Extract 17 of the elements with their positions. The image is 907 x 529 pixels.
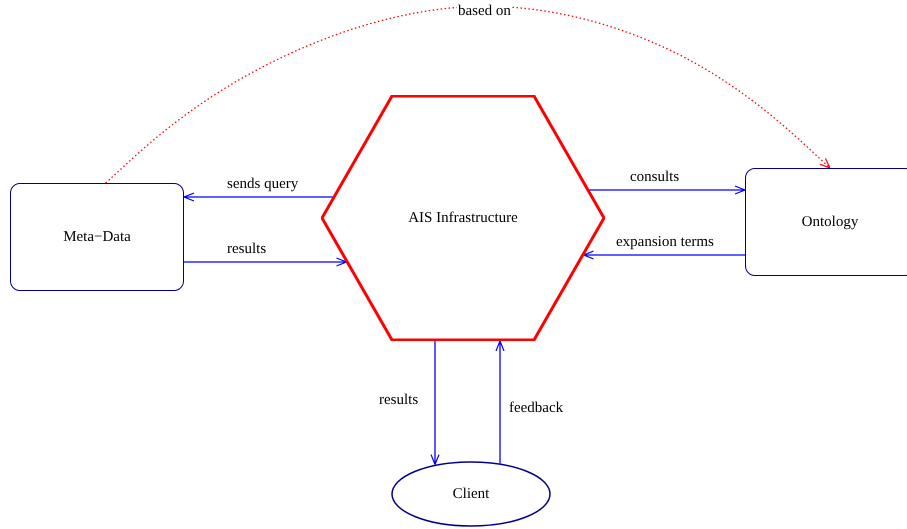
arrow — [495, 340, 505, 464]
node-label: Ontology — [802, 214, 858, 230]
arrow — [184, 257, 347, 267]
node-label: Client — [452, 486, 490, 502]
process-box — [745, 168, 907, 276]
ellipse-node — [391, 461, 551, 527]
hexagon-node — [321, 95, 605, 341]
edge-label: sends query — [226, 176, 300, 193]
process-box — [10, 183, 184, 291]
arrow — [588, 185, 746, 195]
arrow — [430, 341, 440, 466]
arrow — [183, 192, 334, 202]
dotted-arrow — [105, 6, 831, 184]
edge-label: expansion terms — [615, 234, 715, 251]
node-label: AIS Infrastructure — [408, 210, 518, 226]
arrow — [583, 250, 745, 260]
node-label: Meta−Data — [63, 228, 131, 246]
